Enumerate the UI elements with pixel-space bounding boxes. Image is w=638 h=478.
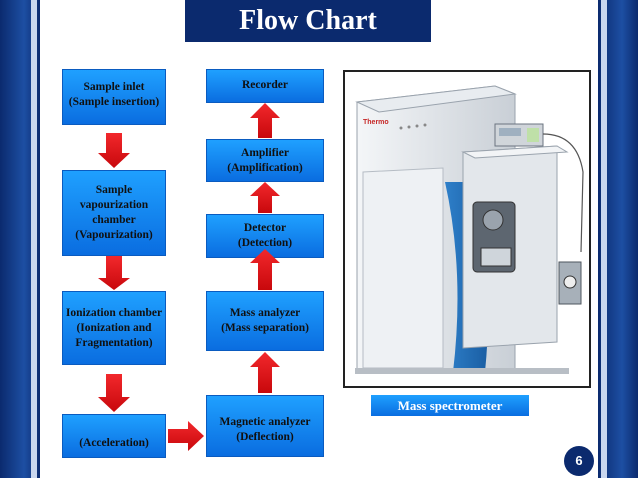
- arrow-up-4: [250, 103, 280, 138]
- arrow-up-3: [250, 182, 280, 213]
- arrow-right: [168, 421, 204, 451]
- left-side-bar: [0, 0, 40, 478]
- slide-title: Flow Chart: [185, 0, 431, 42]
- box-amplifier: Amplifier (Amplification): [206, 139, 324, 182]
- arrow-down-3: [98, 374, 130, 412]
- box-acceleration: (Acceleration): [62, 414, 166, 458]
- box-magnetic-analyzer: Magnetic analyzer (Deflection): [206, 395, 324, 457]
- page-number: 6: [564, 446, 594, 476]
- brand-logo: Thermo: [363, 119, 389, 126]
- arrow-down-1: [98, 133, 130, 168]
- box-ionization-chamber: Ionization chamber (Ionization and Fragm…: [62, 291, 166, 365]
- box-mass-analyzer: Mass analyzer (Mass separation): [206, 291, 324, 351]
- arrow-up-2: [250, 249, 280, 290]
- box-vaporization-chamber: Sample vapourization chamber (Vapourizat…: [62, 170, 166, 256]
- right-side-bar: [598, 0, 638, 478]
- arrow-down-2: [98, 256, 130, 290]
- mass-spectrometer-image: Thermo: [343, 70, 591, 388]
- image-caption: Mass spectrometer: [371, 395, 529, 416]
- box-recorder: Recorder: [206, 69, 324, 103]
- arrow-up-1: [250, 352, 280, 393]
- box-sample-inlet: Sample inlet (Sample insertion): [62, 69, 166, 125]
